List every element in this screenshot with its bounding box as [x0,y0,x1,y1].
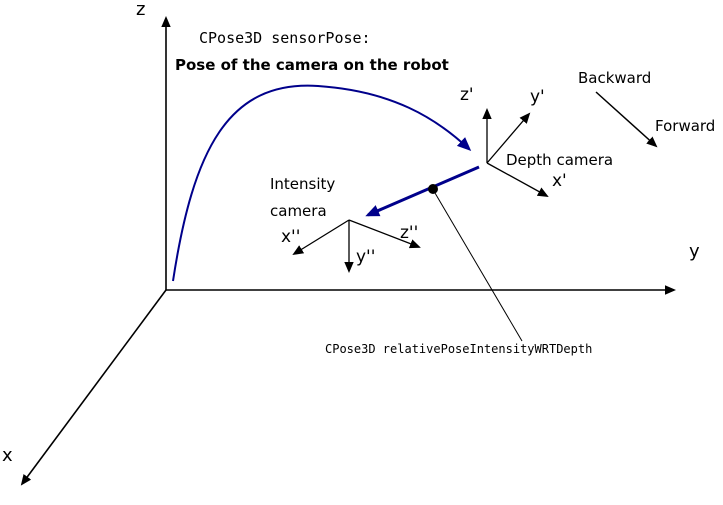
intensity-y-label: y'' [356,247,376,267]
forward-label: Forward [655,117,716,135]
intensity-x-label: x'' [281,227,301,247]
y-axis-label: y [689,241,700,262]
relative-pose-code-label: CPose3D relativePoseIntensityWRTDepth [325,342,593,356]
sensor-pose-code-label: CPose3D sensorPose: [199,29,371,47]
x-axis-line [20,289,167,486]
x-axis-label: x [2,445,13,466]
intensity-camera-label: Intensity camera [270,175,336,221]
callout-line [434,192,523,342]
depth-y-label: y' [530,87,545,107]
backward-label: Backward [578,69,652,87]
depth-x-label: x' [552,171,567,191]
sensor-pose-curve [172,84,472,282]
depth-z-label: z' [460,85,474,105]
intensity-camera-label-line1: Intensity [270,175,336,193]
depth-y-axis-line [486,112,531,164]
depth-x-axis-line [486,162,549,197]
intensity-z-label: z'' [400,223,419,243]
relative-pose-arrow [365,165,480,217]
intensity-camera-label-line2: camera [270,202,327,221]
intensity-x-axis-line [292,219,350,256]
direction-arrow [595,91,658,148]
z-axis-label: z [136,0,146,20]
intensity-z-axis-line [348,219,421,249]
depth-camera-label: Depth camera [506,151,614,169]
sensor-pose-description: Pose of the camera on the robot [175,56,449,74]
junction-dot [428,184,438,194]
